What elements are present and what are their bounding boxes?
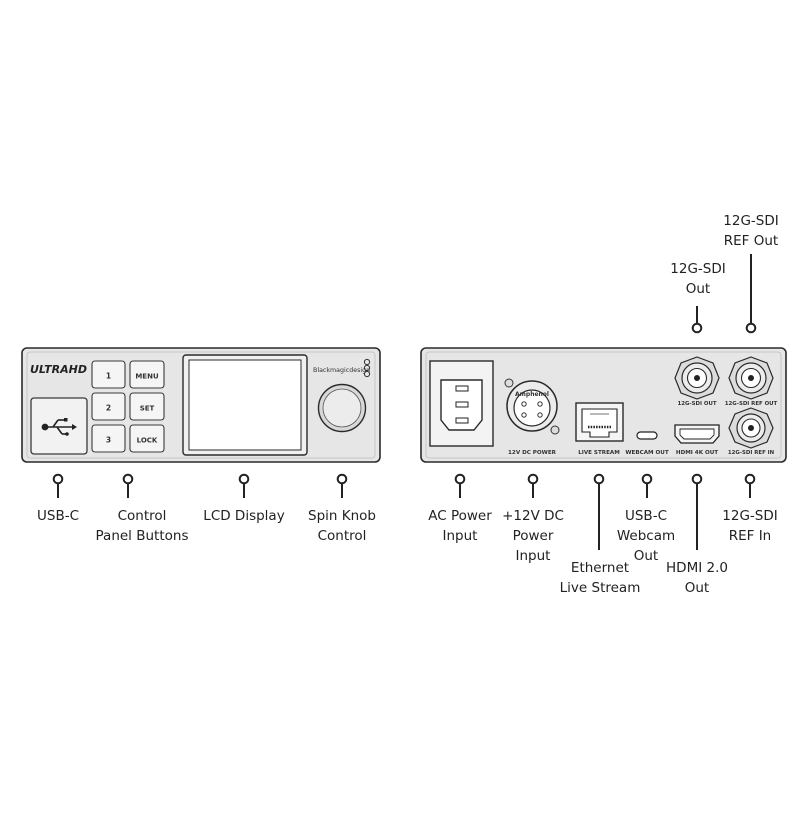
button-3 [91,424,126,453]
callout-dc-line-1: +12V DC [502,508,564,524]
callout-control-line-2: Panel Buttons [95,528,189,544]
callout-sdi-ref-out: 12G-SDI REF Out [723,211,778,251]
pin-sdi-out [691,306,703,334]
callout-hdmi: HDMI 2.0 Out [666,558,728,598]
callout-dc-line-3: Input [515,548,551,564]
pin-sdi-ref-in [744,473,756,498]
pin-ac-power [454,473,466,498]
callout-hdmi-line-1: HDMI 2.0 [666,560,728,576]
ultrahd-logo: ULTRAHD [30,363,87,376]
hdmi-port [674,424,720,444]
button-menu [129,360,165,389]
button-3-label: 3 [106,436,111,445]
sdi-ref-in-bnc [728,407,774,449]
front-usb-port [30,397,88,455]
callout-knob-line-1: Spin Knob [308,508,376,524]
callout-webcam: USB-C Webcam Out [617,506,675,566]
callout-ac-line-1: AC Power [428,508,492,524]
live-stream-port-label: LIVE STREAM [578,450,620,456]
button-lock [129,424,165,453]
callout-ethernet-line-1: Ethernet [570,560,630,576]
button-set [129,392,165,421]
ac-power-inlet [429,360,494,447]
callout-sdi-ref-out-line-1: 12G-SDI [723,213,779,229]
xlr-dc-power-connector: Amphenol [504,378,560,435]
callout-pins [52,254,757,550]
callout-lcd-line-1: LCD Display [203,508,285,524]
webcam-usb-c-port [636,431,658,440]
button-set-label: SET [140,405,155,413]
callout-sdi-ref-in: 12G-SDI REF In [722,506,777,546]
front-panel: ULTRAHD 1 MENU 2 SET 3 LO [21,347,381,463]
pin-lcd [238,473,250,498]
callout-sdi-out-line-2: Out [685,281,711,297]
control-panel-buttons: 1 MENU 2 SET 3 LOCK [91,360,165,453]
rear-panel: Amphenol 12V DC POWER LIVE STREAM WEBCAM… [420,347,787,463]
pin-usb-c [52,473,64,498]
callout-lcd-display: LCD Display [203,506,284,526]
pin-webcam [641,473,653,498]
usb-icon [41,418,77,436]
callout-knob-line-2: Control [317,528,367,544]
webcam-out-port-label: WEBCAM OUT [625,450,669,456]
logo-circles-icon [363,358,371,378]
sdi-ref-out-port-label: 12G-SDI REF OUT [725,401,778,407]
callout-webcam-line-1: USB-C [624,508,667,524]
callout-usb-c-line-1: USB-C [36,508,80,524]
pin-dc-power [527,473,539,498]
callout-control-line-1: Control [117,508,167,524]
callout-sdi-ref-in-line-2: REF In [728,528,772,544]
callout-ac-line-2: Input [442,528,478,544]
callout-sdi-ref-out-line-2: REF Out [723,233,779,249]
button-1 [91,360,126,389]
sdi-ref-in-port-label: 12G-SDI REF IN [728,450,775,456]
button-1-label: 1 [106,372,111,381]
sdi-out-port-label: 12G-SDI OUT [677,401,716,407]
spin-knob [317,383,367,433]
callout-sdi-out: 12G-SDI Out [670,259,725,299]
callout-sdi-out-line-1: 12G-SDI [670,261,726,277]
callout-hdmi-line-2: Out [684,580,710,596]
callout-spin-knob: Spin Knob Control [308,506,376,546]
blackmagic-logo: Blackmagicdesign [313,367,370,374]
button-2 [91,392,126,421]
callout-ethernet: Ethernet Live Stream [560,558,641,598]
pin-hdmi [691,473,703,550]
pin-sdi-ref-out [745,254,757,334]
dc-power-port-label: 12V DC POWER [508,450,557,456]
pin-control-buttons [122,473,134,498]
callout-ac-power: AC Power Input [428,506,492,546]
pin-ethernet [593,473,605,550]
sdi-out-bnc [674,356,720,400]
callout-dc-line-2: Power [512,528,554,544]
button-lock-label: LOCK [137,437,158,445]
ethernet-port [575,402,624,442]
callout-ethernet-line-2: Live Stream [559,580,641,596]
callout-webcam-line-3: Out [633,548,659,564]
callout-webcam-line-2: Webcam [616,528,676,544]
pin-knob [336,473,348,498]
callout-sdi-ref-in-line-1: 12G-SDI [722,508,778,524]
amphenol-logo: Amphenol [515,391,549,398]
callout-dc-power: +12V DC Power Input [502,506,564,566]
button-2-label: 2 [106,404,111,413]
callout-usb-c: USB-C [37,506,79,526]
sdi-ref-out-bnc [728,356,774,400]
button-menu-label: MENU [135,373,159,381]
hdmi-out-port-label: HDMI 4K OUT [676,450,718,456]
callout-control-panel-buttons: Control Panel Buttons [96,506,189,546]
